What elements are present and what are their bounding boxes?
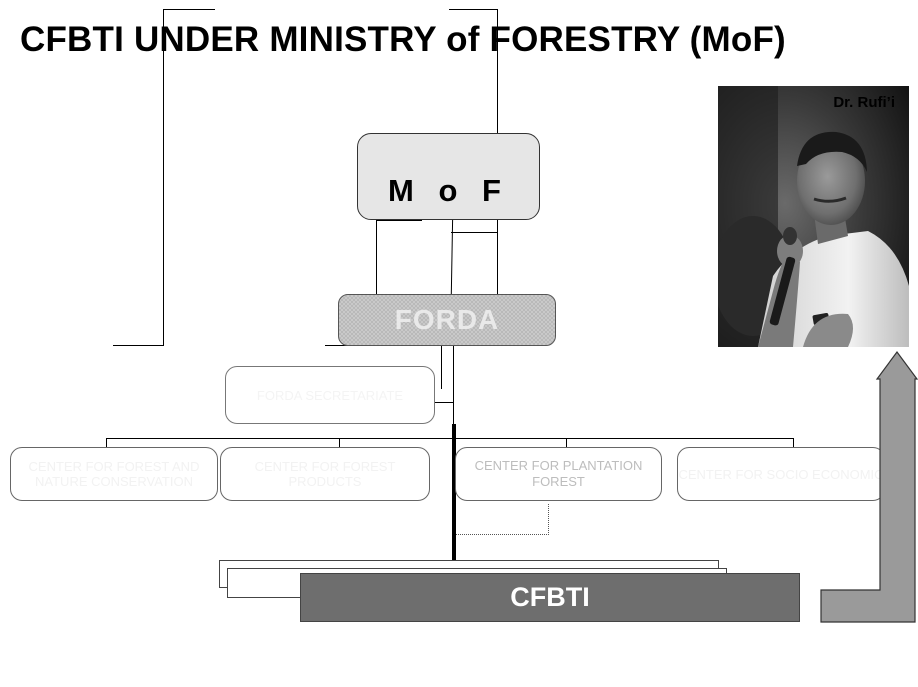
- portrait-photo: Dr. Rufi’i: [718, 86, 909, 347]
- cfbti-label: CFBTI: [510, 582, 590, 612]
- center-box-4: CENTER FOR SOCIO ECONOMIC: [677, 447, 885, 501]
- center-box-1: CENTER FOR FOREST AND NATURE CONSERVATIO…: [10, 447, 218, 501]
- center-plantation-forest-label: CENTER FOR PLANTATION FOREST: [474, 458, 643, 489]
- center-label-1: CENTER FOR FOREST AND NATURE CONSERVATIO…: [28, 459, 200, 489]
- center-label-2: CENTER FOR FOREST PRODUCTS: [254, 459, 396, 489]
- center-plantation-forest-box: CENTER FOR PLANTATION FOREST: [455, 447, 662, 501]
- mof-box: M o F: [357, 133, 540, 220]
- cfbti-box: CFBTI: [300, 573, 800, 622]
- portrait-image: [718, 86, 909, 347]
- photo-caption: Dr. Rufi’i: [833, 94, 895, 111]
- forda-secretariat-label: FORDA SECRETARIATE: [256, 387, 404, 403]
- center-box-2: CENTER FOR FOREST PRODUCTS: [220, 447, 430, 501]
- mof-label: M o F: [388, 173, 509, 208]
- page-title: CFBTI UNDER MINISTRY of FORESTRY (MoF): [20, 20, 786, 59]
- center-label-4: CENTER FOR SOCIO ECONOMIC: [678, 466, 884, 482]
- forda-secretariat-box: FORDA SECRETARIATE: [225, 366, 435, 424]
- up-arrow-icon: [820, 350, 918, 623]
- forda-label: FORDA: [394, 304, 500, 335]
- forda-box: FORDA: [338, 294, 556, 346]
